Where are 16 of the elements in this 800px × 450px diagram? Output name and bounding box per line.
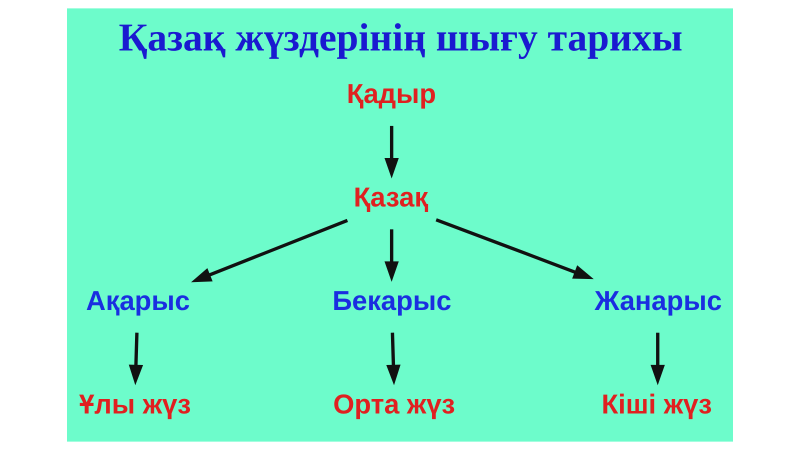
arrow [384,229,399,282]
arrow [384,126,399,178]
node-text: Ұлы жүз [79,388,191,420]
arrow [386,332,401,386]
node-text: Ақарыс [86,285,190,316]
arrow [436,218,594,280]
node-text: Жанарыс [594,285,722,316]
node-text: Орта жүз [333,388,456,420]
node-text: Бекарыс [332,285,452,316]
node-text: Кіші жүз [601,388,712,420]
node-text: Қадыр [346,78,436,110]
arrow [128,332,144,386]
node-text: Қазақ [354,182,428,213]
arrow [650,332,665,386]
arrow [191,218,348,282]
diagram-title: Қазақ жүздерінің шығу тарихы [118,16,683,60]
